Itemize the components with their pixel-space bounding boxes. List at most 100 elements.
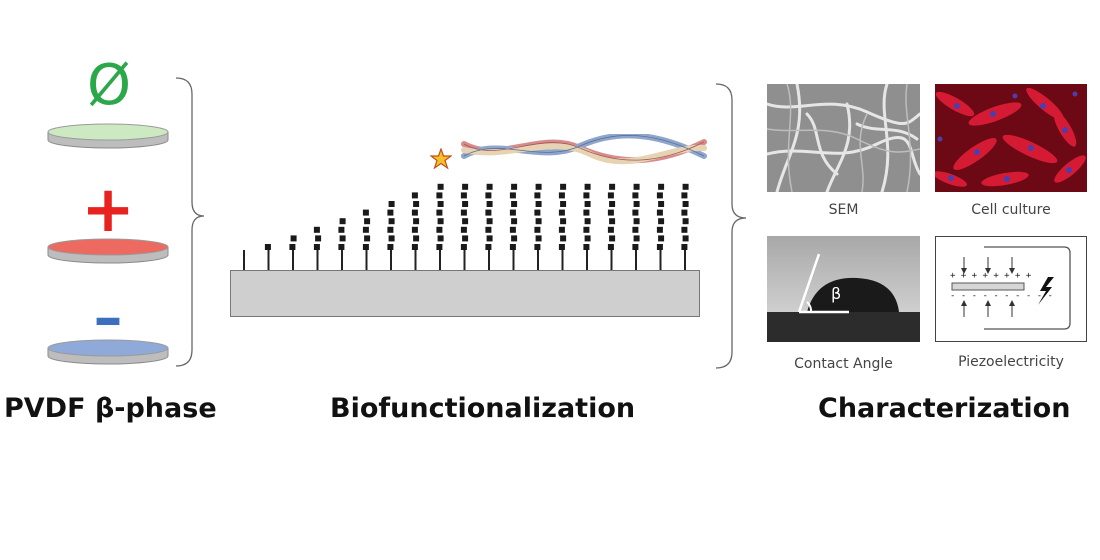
chain-monomer [609,201,616,207]
chain-monomer [437,235,444,242]
chain-monomer [560,201,567,207]
piezo-plus: + + + + + + + + [950,271,1032,281]
chain-monomer [632,209,639,216]
chain-monomer [583,192,590,199]
chain-monomer [633,183,640,190]
chain-monomer [633,235,640,242]
chain-monomer [387,244,394,250]
chain-monomer [534,226,541,233]
chain-monomer [658,218,665,225]
chain-monomer [560,183,567,190]
chain-monomer [633,218,640,225]
star-icon [430,148,452,170]
chain-monomer [534,209,541,216]
chain-monomer [584,235,591,242]
chain-monomer [388,235,395,242]
piezo-minus: - - - - - - - - - - [950,291,1053,301]
chain-monomer [656,226,663,233]
chain-monomer [313,226,320,233]
chain-monomer [436,226,443,233]
chain-monomer [485,192,492,199]
chain-monomer [607,244,614,250]
chain-monomer [411,209,418,216]
molecule-chains [243,183,689,270]
chain-monomer [362,226,369,233]
positive-symbol: + [81,173,135,247]
middle-brace [715,83,747,369]
chain-monomer [462,201,469,207]
chain-monomer [413,235,420,242]
chain-monomer [560,235,567,242]
chain-monomer [413,218,420,225]
chain-monomer [583,244,590,250]
collagen-fibers [461,134,707,165]
chain-monomer [584,183,591,190]
contact-angle-label: Contact Angle [794,356,893,372]
chain-monomer [315,235,322,242]
chain-monomer [437,183,444,190]
chain-monomer [583,209,590,216]
chain-monomer [460,244,467,250]
chain-monomer [681,192,688,199]
chain-monomer [534,244,541,250]
chain-monomer [535,235,542,242]
chain-monomer [682,218,689,225]
piezoelectricity-label: Piezoelectricity [958,354,1064,370]
positive-disc [47,238,169,264]
cell-culture-label: Cell culture [971,202,1051,218]
chain-monomer [656,244,663,250]
cell-culture-image [935,84,1087,192]
chain-monomer [558,226,565,233]
chain-monomer [486,183,493,190]
chain-monomer [460,192,467,199]
chain-monomer [658,235,665,242]
chain-monomer [633,201,640,207]
chain-monomer [486,201,493,207]
chain-monomer [656,209,663,216]
chain-monomer [535,201,542,207]
chain-monomer [411,226,418,233]
contact-angle-image: β [767,236,920,342]
chain-monomer [558,209,565,216]
chain-monomer [486,218,493,225]
chain-monomer [558,244,565,250]
chain-monomer [607,209,614,216]
chain-monomer [411,244,418,250]
pvdf-heading: PVDF β-phase [4,393,217,424]
chain-monomer [485,244,492,250]
chain-monomer [437,201,444,207]
chain-monomer [364,218,371,225]
chain-monomer [509,209,516,216]
chain-monomer [486,235,493,242]
chain-monomer [387,209,394,216]
biofunctionalization-heading: Biofunctionalization [330,393,636,424]
chain-monomer [411,192,418,199]
chain-monomer [534,192,541,199]
chain-monomer [681,226,688,233]
chain-monomer [462,218,469,225]
characterization-heading: Characterization [818,393,1071,424]
chain-monomer [462,235,469,242]
negative-disc [47,339,169,365]
chain-monomer [388,218,395,225]
chain-monomer [658,183,665,190]
chain-monomer [511,183,518,190]
chain-monomer [632,226,639,233]
chain-monomer [437,218,444,225]
chain-monomer [584,201,591,207]
chain-monomer [511,218,518,225]
chain-monomer [609,218,616,225]
chain-monomer [436,209,443,216]
chain-monomer [632,192,639,199]
chain-monomer [338,244,345,250]
chain-monomer [509,226,516,233]
chain-monomer [609,235,616,242]
chain-monomer [558,192,565,199]
chain-monomer [658,201,665,207]
chain-monomer [682,235,689,242]
chain-monomer [682,201,689,207]
chain-monomer [289,244,296,250]
chain-monomer [511,235,518,242]
chain-monomer [509,192,516,199]
chain-monomer [656,192,663,199]
